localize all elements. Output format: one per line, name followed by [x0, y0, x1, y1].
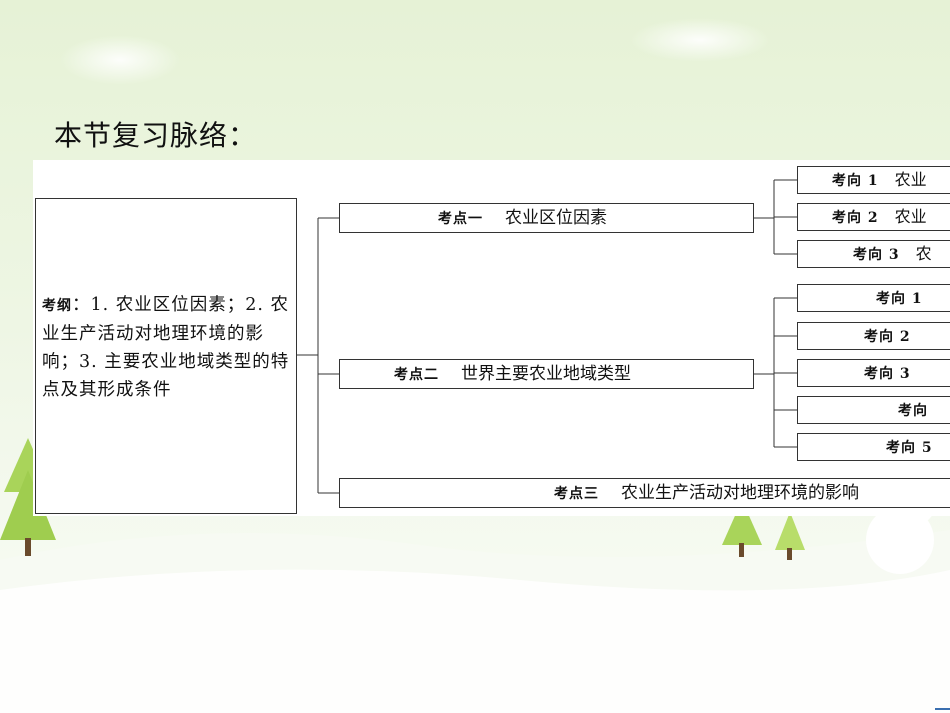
direction-tag: 考向 1: [832, 173, 879, 189]
key-point-3: 考点三 农业生产活动对地理环境的影响: [339, 478, 950, 508]
connector-lines: [297, 179, 797, 494]
slide-title: 本节复习脉络：: [54, 119, 258, 152]
key-point-label: 世界主要农业地域类型: [461, 364, 631, 384]
direction-box: 考向 2 农业: [797, 203, 950, 231]
snow-ground-front: [0, 569, 950, 713]
key-point-label: 农业生产活动对地理环境的影响: [621, 483, 859, 503]
direction-tag: 考向 2: [864, 329, 911, 345]
direction-tag: 考向 3: [864, 366, 911, 382]
glow-spot: [630, 18, 770, 62]
direction-box: 考向 1: [797, 284, 950, 312]
direction-box: 考向 3 农: [797, 240, 950, 268]
direction-label: 农业: [894, 170, 927, 189]
outline-tag: 考纲: [42, 298, 72, 314]
slide-indicator: [935, 708, 950, 710]
key-point-label: 农业区位因素: [505, 208, 607, 228]
exam-outline-box: 考纲：1. 农业区位因素；2. 农业生产活动对地理环境的影响；3. 主要农业地域…: [35, 198, 297, 514]
direction-box: 考向 2: [797, 322, 950, 350]
direction-tag: 考向 3: [853, 247, 900, 263]
key-point-2: 考点二 世界主要农业地域类型: [339, 359, 754, 389]
key-point-1: 考点一 农业区位因素: [339, 203, 754, 233]
direction-box: 考向: [797, 396, 950, 424]
direction-tag: 考向 1: [876, 291, 923, 307]
direction-tag: 考向 2: [832, 210, 879, 226]
direction-box: 考向 5: [797, 433, 950, 461]
key-point-tag: 考点三: [554, 486, 599, 502]
direction-tag: 考向 5: [886, 440, 933, 456]
outline-text: ：1. 农业区位因素；2. 农业生产活动对地理环境的影响；3. 主要农业地域类型…: [42, 295, 290, 400]
direction-box: 考向 3: [797, 359, 950, 387]
key-point-tag: 考点一: [438, 211, 483, 227]
glow-spot: [60, 35, 180, 85]
direction-label: 农: [915, 244, 932, 263]
key-point-tag: 考点二: [394, 367, 439, 383]
direction-box: 考向 1 农业: [797, 166, 950, 194]
mind-map-panel: 考纲：1. 农业区位因素；2. 农业生产活动对地理环境的影响；3. 主要农业地域…: [33, 160, 950, 516]
direction-label: 农业: [894, 207, 927, 226]
tree-middle: [722, 500, 805, 560]
direction-tag: 考向: [898, 403, 928, 419]
